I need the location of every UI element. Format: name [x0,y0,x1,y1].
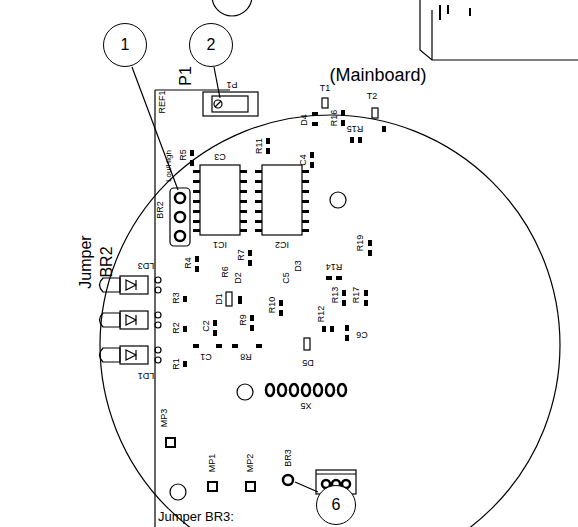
silk-label: D2 [234,272,243,284]
silk-label: C6 [356,330,368,339]
part-name: BR2 [99,246,115,277]
callout-number: 1 [121,37,130,53]
silk-label: IC1 [213,240,227,249]
part-name: Jumper [78,235,94,288]
silk-label: C4 [299,154,308,166]
silk-label: C2 [202,320,211,332]
silk-label: R6 [221,266,230,278]
callout-number: 6 [332,497,341,513]
silk-label: R3 [172,292,181,304]
silk-label: T1 [320,84,331,93]
silk-label: D4 [300,114,309,126]
callout-number: 2 [207,37,216,53]
board-name: (Mainboard) [329,66,426,84]
silk-label: BR2 [156,201,165,219]
silk-label: R19 [356,235,365,252]
silk-label: R11 [255,138,264,154]
silk-label: C5 [282,272,291,284]
silk-label: R13 [331,287,340,304]
silk-label: R14 [326,262,343,271]
silk-label: LD1 [138,371,155,380]
silk-label: D5 [302,358,314,367]
silk-label: R8 [240,352,252,361]
silk-label: R10 [268,297,277,314]
callout-circle: 2 [189,23,233,67]
silk-label: R1 [172,358,181,370]
silk-label: R15 [347,124,364,133]
silk-label: IC2 [275,240,289,249]
silk-label: D3 [294,260,303,272]
silk-label: REF1 [158,90,167,113]
silk-label: T2 [367,92,378,101]
silk-label: P1 [226,80,237,89]
silk-label: R16 [330,110,339,127]
silk-label: R5 [179,149,188,161]
silk-label: MP2 [246,454,255,473]
callout-circle: 6 [316,485,356,525]
silk-label: C3 [214,152,226,161]
silk-label: BR3 [284,449,293,467]
note-text: Jumper BR3: [158,510,234,523]
part-name: P1 [178,66,194,86]
silk-label: R2 [172,322,181,334]
silk-label: R9 [239,314,248,326]
silk-label: D1 [215,293,224,305]
silk-label: LD3 [138,261,155,270]
silk-label: MP3 [160,409,169,428]
silk-label: R7 [237,249,246,261]
silk-label: R4 [184,257,193,269]
silk-label: C1 [200,352,212,361]
silk-label: X5 [300,401,311,410]
silk-label: MP1 [208,454,217,473]
silk-label: R17 [352,287,361,304]
silk-label: R12 [317,306,326,323]
silk-label: Lou/High [165,150,173,182]
callout-circle: 1 [103,23,147,67]
